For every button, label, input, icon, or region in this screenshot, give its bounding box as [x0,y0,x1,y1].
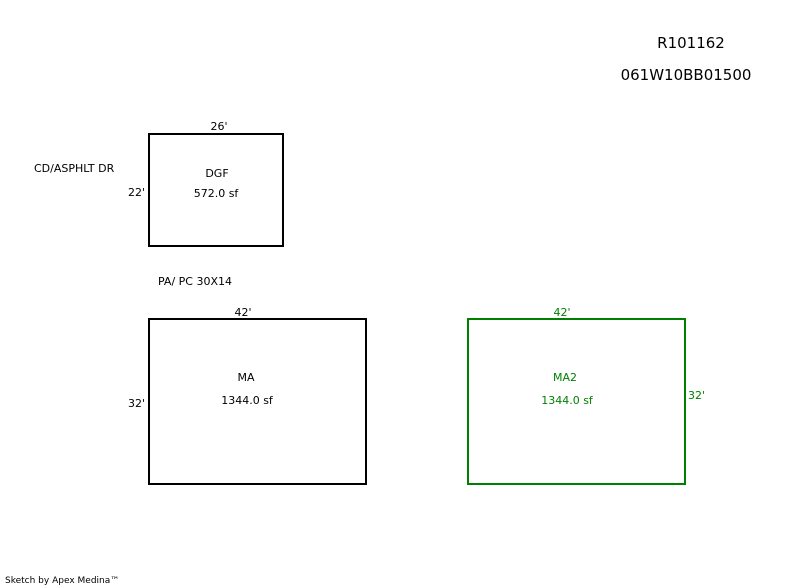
ma-depth: 32' [128,397,146,410]
dgf-label: DGF [205,167,229,180]
driveway-note: CD/ASPHLT DR [34,162,115,175]
patio-note: PA/ PC 30X14 [158,275,232,288]
dgf-depth: 22' [128,186,146,199]
ma2-label: MA2 [552,371,578,384]
ma2-width: 42' [553,306,571,319]
dgf-area: 572.0 sf [193,187,239,200]
ma2-area: 1344.0 sf [541,394,593,407]
area-ma2 [467,318,686,485]
ma-width: 42' [234,306,252,319]
footer-credit: Sketch by Apex Medina™ [5,576,120,586]
area-dgf [148,133,284,247]
dgf-width: 26' [210,120,228,133]
parcel-id: R101162 [657,34,725,52]
map-number: 061W10BB01500 [620,66,752,84]
area-ma [148,318,367,485]
ma-area: 1344.0 sf [221,394,273,407]
ma2-depth: 32' [688,389,706,402]
ma-label: MA [237,371,255,384]
